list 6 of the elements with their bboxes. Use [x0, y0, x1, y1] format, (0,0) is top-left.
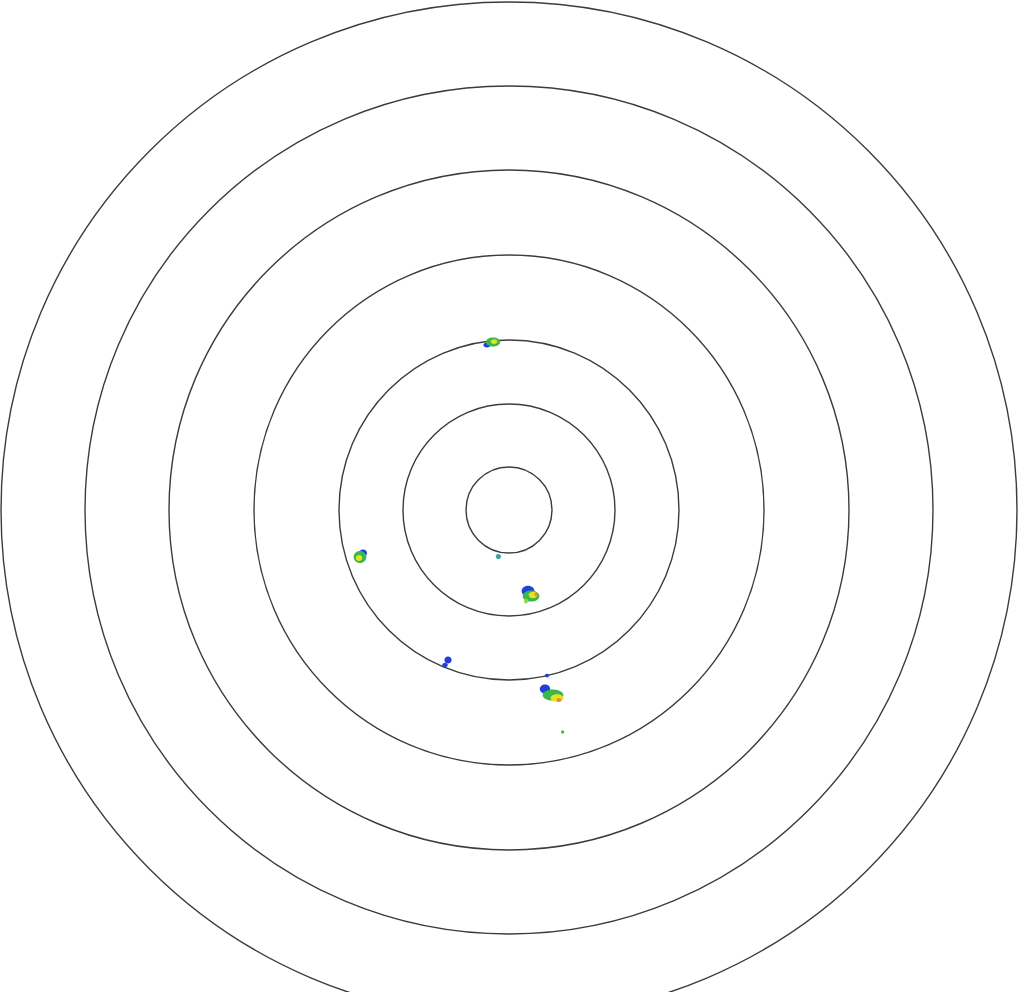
ring — [168, 169, 850, 851]
ring — [84, 85, 934, 935]
ring — [465, 466, 553, 554]
ring — [402, 403, 616, 617]
ring — [338, 339, 680, 681]
ring — [253, 254, 765, 766]
